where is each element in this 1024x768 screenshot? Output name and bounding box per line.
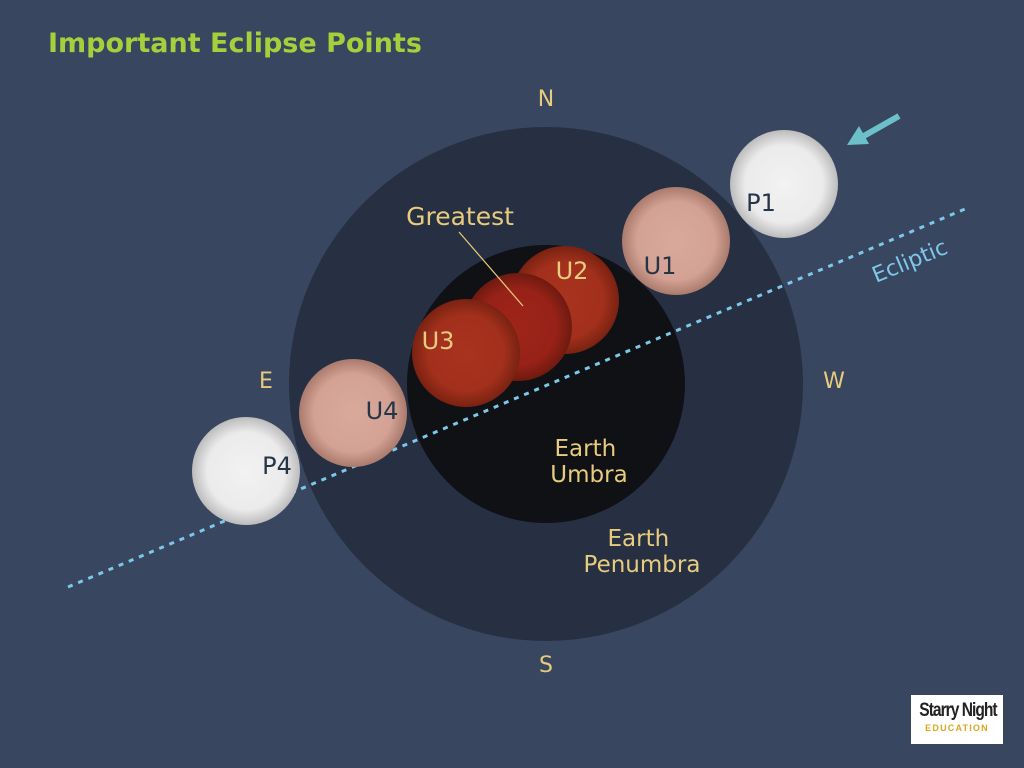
point-label-u4: U4 xyxy=(366,397,399,425)
moon-p1 xyxy=(730,130,838,238)
ecliptic-line xyxy=(67,207,966,589)
umbra-label-line-1: Earth xyxy=(555,436,617,462)
moon-u4 xyxy=(299,359,407,467)
logo-subtitle: EDUCATION xyxy=(925,723,989,733)
moon-p4 xyxy=(192,417,300,525)
compass-south: S xyxy=(539,653,553,678)
logo-wordmark: Starry Night xyxy=(919,700,997,721)
moon-u1 xyxy=(622,187,730,295)
compass-north: N xyxy=(538,87,554,112)
umbra-label-line-2: Umbra xyxy=(550,462,627,488)
penumbra-label-line-1: Earth xyxy=(608,526,670,552)
page-title: Important Eclipse Points xyxy=(48,28,422,59)
greatest-pointer-line xyxy=(458,231,524,307)
umbra-label: Earth Umbra xyxy=(550,436,627,488)
point-label-u1: U1 xyxy=(644,252,677,280)
arrow-icon xyxy=(847,113,901,145)
moon-u3 xyxy=(412,299,520,407)
penumbra-label-line-2: Penumbra xyxy=(584,552,701,578)
starry-night-logo: Starry Night EDUCATION xyxy=(911,695,1003,744)
greatest-label: Greatest xyxy=(406,202,514,231)
point-label-u2: U2 xyxy=(556,257,589,285)
point-label-p1: P1 xyxy=(746,189,776,217)
compass-west: W xyxy=(823,369,845,394)
point-label-u3: U3 xyxy=(422,327,455,355)
compass-east: E xyxy=(259,369,273,394)
penumbra-label: Earth Penumbra xyxy=(584,526,701,578)
point-label-p4: P4 xyxy=(262,452,292,480)
